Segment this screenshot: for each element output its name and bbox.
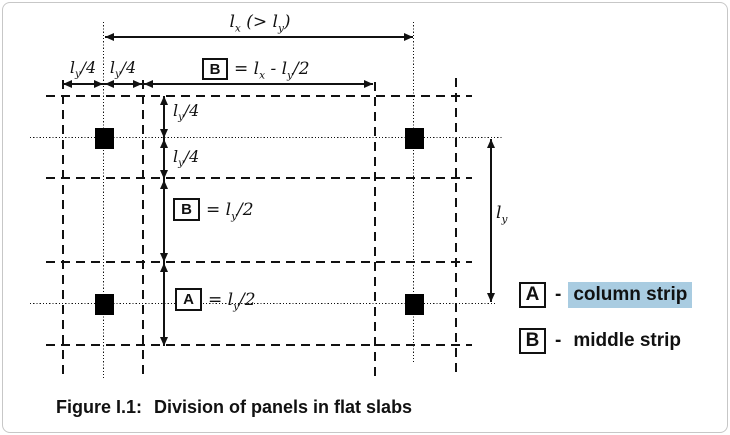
strip-key-box-b-top: B — [202, 58, 228, 80]
arrowhead-left-icon — [105, 33, 114, 41]
arrowhead-down-icon — [160, 129, 168, 138]
dim-b-middle-eq: = ly/2 — [206, 200, 254, 223]
centerline-horizontal-bottom — [30, 303, 497, 304]
dim-vertical-chain-line — [163, 96, 165, 346]
grid-hdash-bottom — [46, 344, 472, 346]
centerline-vertical-right — [413, 22, 414, 362]
column-marker-bottom-right — [405, 294, 424, 315]
legend-separator: - — [555, 284, 562, 305]
legend-row-middle-strip: B - middle strip — [519, 328, 686, 354]
arrowhead-down-icon — [487, 293, 495, 302]
legend-key-letter: A — [525, 284, 540, 305]
arrowhead-up-icon — [160, 263, 168, 272]
legend-text-middle-strip: middle strip — [573, 330, 682, 351]
arrowhead-right-icon — [404, 33, 413, 41]
dim-ly4-left-line-1 — [63, 83, 104, 85]
grid-hdash-top — [46, 95, 472, 97]
dim-ly-label: ly — [496, 203, 508, 226]
column-marker-top-left — [95, 128, 114, 149]
arrowhead-up-icon — [160, 139, 168, 148]
grid-hdash-upper-mid — [46, 177, 472, 179]
grid-vdash-left-inner — [142, 80, 144, 378]
strip-key-letter: A — [183, 291, 194, 308]
arrowhead-down-icon — [160, 170, 168, 179]
dim-b-top-line — [143, 83, 373, 85]
column-marker-top-right — [405, 128, 424, 149]
caption-title: Division of panels in flat slabs — [154, 397, 413, 417]
caption-prefix: Figure I.1: — [56, 397, 143, 417]
grid-vdash-right-inner — [374, 82, 376, 378]
dim-b-top-eq: = lx - ly/2 — [234, 59, 310, 82]
dim-ly4-label-left-2: ly/4 — [109, 58, 137, 81]
arrowhead-right-icon — [94, 80, 103, 88]
dim-ly4-label-row-2: ly/4 — [173, 147, 200, 170]
dim-lx-line — [105, 36, 413, 38]
arrowhead-left-icon — [105, 80, 114, 88]
dim-lx-label: lx (> ly) — [229, 12, 291, 35]
arrowhead-up-icon — [160, 180, 168, 189]
grid-vdash-left-outer — [62, 80, 64, 376]
strip-key-box-a: A — [175, 288, 202, 311]
arrowhead-left-icon — [144, 80, 153, 88]
centerline-vertical-left — [103, 22, 104, 378]
legend-separator: - — [555, 330, 562, 351]
strip-key-letter: B — [209, 60, 221, 78]
legend-key-a: A — [519, 282, 546, 308]
strip-key-letter: B — [181, 201, 192, 218]
arrowhead-down-icon — [160, 337, 168, 346]
dim-ly4-label-left-1: ly/4 — [69, 58, 97, 81]
arrowhead-down-icon — [160, 253, 168, 262]
grid-vdash-right-outer — [455, 78, 457, 378]
arrowhead-left-icon — [63, 80, 72, 88]
grid-hdash-lower-mid — [46, 261, 472, 263]
arrowhead-right-icon — [364, 80, 373, 88]
dim-ly-line — [490, 139, 492, 302]
figure-caption: Figure I.1: Division of panels in flat sl… — [56, 397, 412, 418]
dim-ly4-label-row-1: ly/4 — [173, 101, 200, 124]
legend-key-letter: B — [525, 330, 540, 351]
legend-row-column-strip: A - column strip — [519, 282, 693, 308]
strip-key-box-b-middle: B — [173, 198, 200, 221]
legend-key-b: B — [519, 328, 546, 354]
centerline-horizontal-top — [30, 137, 502, 138]
dim-a-eq: = ly/2 — [208, 290, 256, 313]
arrowhead-up-icon — [487, 139, 495, 148]
arrowhead-up-icon — [160, 96, 168, 105]
arrowhead-right-icon — [133, 80, 142, 88]
dim-ly4-left-line-2 — [104, 83, 143, 85]
legend-text-column-strip: column strip — [568, 282, 693, 308]
column-marker-bottom-left — [95, 294, 114, 315]
